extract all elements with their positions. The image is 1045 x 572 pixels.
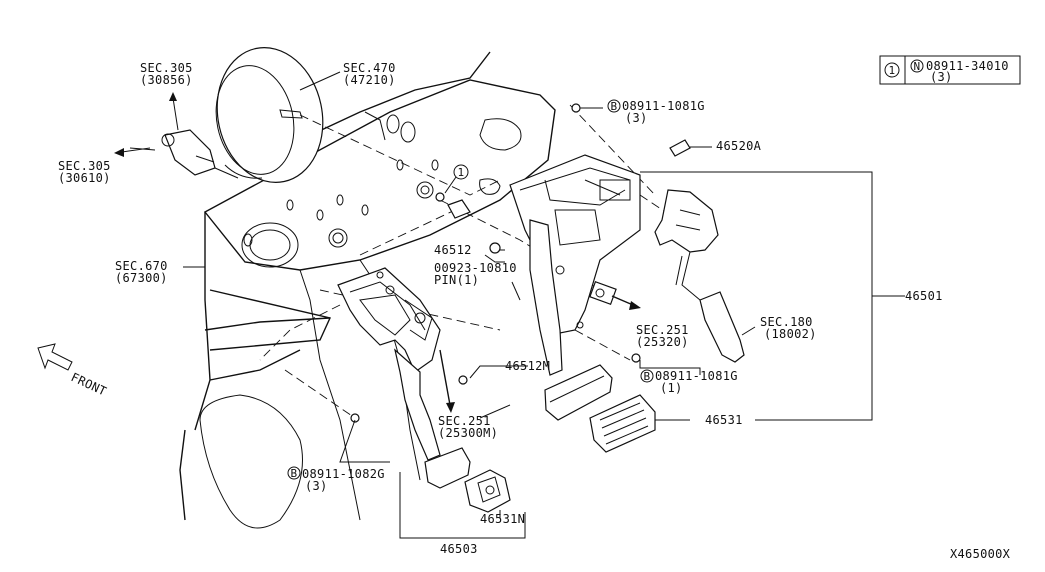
leader-sec305-top (172, 97, 179, 131)
label-sec670: SEC.670 (115, 259, 168, 273)
label-sec251-right: SEC.251 (636, 323, 689, 337)
bolt-bottom-symbol: B (291, 467, 298, 480)
drawing-id: X465000X (950, 547, 1011, 561)
fasteners (350, 103, 691, 423)
label-bolt-bottom-qty: (3) (305, 479, 328, 493)
label-46512: 46512 (434, 243, 472, 257)
legend-number: 1 (889, 64, 896, 77)
label-sec470-sub: (47210) (343, 73, 396, 87)
label-46520a: 46520A (716, 139, 762, 153)
clutch-pedal-assembly (337, 267, 471, 489)
label-bolt-top-qty: (3) (625, 111, 648, 125)
label-sec305-top-sub: (30856) (140, 73, 193, 87)
label-bolt-right: 08911-1081G (655, 369, 738, 383)
leader-lines (183, 71, 905, 539)
label-sec180-sub: (18002) (764, 327, 817, 341)
brake-booster (215, 47, 324, 183)
legend-qty: (3) (930, 70, 953, 84)
part-labels: SEC.305 (30856) SEC.305 (30610) SEC.470 … (58, 61, 1011, 561)
label-sec180: SEC.180 (760, 315, 813, 329)
legend-n-symbol: N (914, 60, 921, 73)
label-sec251-mid-sub: (25300M) (438, 426, 498, 440)
leader-sec305-left (121, 147, 151, 153)
brake-pedal (529, 219, 613, 421)
label-sec670-sub: (67300) (115, 271, 168, 285)
label-pin-sub: PIN(1) (434, 273, 479, 287)
bolt-right-symbol: B (644, 370, 651, 383)
label-sec470: SEC.470 (343, 61, 396, 75)
front-label: FRONT (69, 370, 109, 399)
leader-sec251-right (611, 295, 634, 306)
label-bolt-bottom: 08911-1082G (302, 467, 385, 481)
label-pin-part: 00923-10810 (434, 261, 517, 275)
label-bolt-top: 08911-1081G (622, 99, 705, 113)
front-direction-indicator: FRONT (37, 343, 109, 399)
label-bolt-right-qty: (1) (660, 381, 683, 395)
label-46512m: 46512M (505, 359, 550, 373)
legend-part-number: 08911-34010 (926, 59, 1009, 73)
callout-1: 1 (444, 164, 469, 194)
label-sec305-left-sub: (30610) (58, 171, 111, 185)
label-sec251-right-sub: (25320) (636, 335, 689, 349)
arrow-sec251-right (629, 301, 641, 310)
accelerator-pedal (654, 189, 745, 363)
clutch-pedal-pad (464, 469, 511, 513)
arrow-sec305-left (114, 148, 124, 157)
arrow-sec305-top (169, 92, 177, 101)
brake-pedal-pad (589, 394, 656, 453)
label-46501: 46501 (905, 289, 943, 303)
callout-1-text: 1 (458, 166, 465, 179)
stop-lamp-switch (589, 280, 617, 306)
legend-box: 1 N 08911-34010 (3) (879, 55, 1021, 85)
label-46503: 46503 (440, 542, 478, 556)
label-sec305-left: SEC.305 (58, 159, 111, 173)
leader-sec251-mid (439, 349, 451, 406)
label-sec305-top: SEC.305 (140, 61, 193, 75)
bolt-top-symbol: B (611, 100, 618, 113)
label-sec251-mid: SEC.251 (438, 414, 491, 428)
arrow-sec251-mid (446, 402, 455, 413)
label-46531: 46531 (705, 413, 743, 427)
label-46531n: 46531N (480, 512, 525, 526)
